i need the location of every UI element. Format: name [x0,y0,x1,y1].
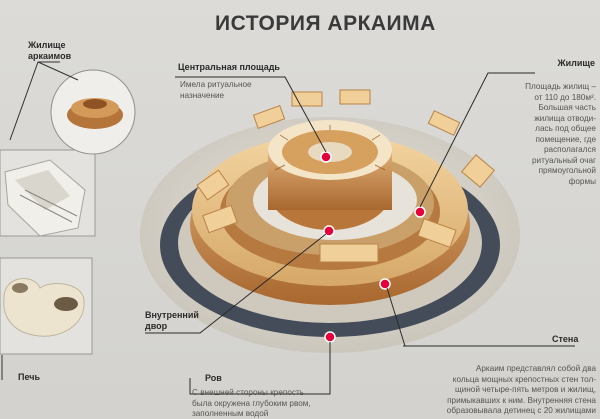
marker-dwelling [414,206,426,218]
dwelling-arkaim-label: Жилище аркаимов [28,40,71,62]
dwelling-desc-line1: Площадь жилищ – [525,82,596,91]
moat-label: Ров [205,373,222,383]
central-square-label: Центральная площадь [178,62,280,72]
wall-desc-line1: Аркаим представлял собой два [475,364,596,373]
dwelling-desc-line9: прямоугольной [538,166,596,175]
wall-label: Стена [552,334,579,344]
moat-desc: С внешней стороны крепость была окружена… [192,388,311,419]
leader-central-square [175,76,327,153]
wall-desc: Аркаим представлял собой два кольца мощн… [420,364,596,417]
dwelling-roof-icon [67,98,123,129]
dwelling-desc: Площадь жилищ – от 110 до 180м². Большая… [500,82,596,187]
inner-yard-label-line1: Внутренний [145,310,199,320]
wall-desc-line2: кольца мощных крепостных стен тол- [452,374,596,384]
dwelling-model-icon [4,159,86,237]
marker-inner-yard [323,225,335,237]
dwelling-label: Жилище [557,58,595,68]
leader-dwelling [419,72,535,208]
moat-desc-line3: заполненным водой [192,409,269,418]
marker-moat [324,331,336,343]
leader-moat [189,342,331,395]
central-square-desc-line2: назначение [180,90,225,100]
oven-label: Печь [18,372,41,382]
central-square-desc: Имела ритуальное назначение [180,80,252,101]
moat-desc-line1: С внешней стороны крепость [192,388,304,397]
dwelling-desc-line3: Большая часть [538,103,596,112]
dwelling-desc-line2: от 110 до 180м². [534,92,596,102]
page-title: ИСТОРИЯ АРКАИМА [215,12,436,35]
dwelling-arkaim-label-line1: Жилище [28,40,66,50]
wall-desc-line4: примыкавших к ним. Внутренняя стена [447,395,596,405]
inner-yard-label-line2: двор [145,321,168,331]
moat-desc-line2: была окружена глубоким рвом, [192,398,311,408]
dwelling-arkaim-label-line2: аркаимов [28,51,72,61]
dwelling-desc-line10: формы [568,176,596,186]
dwelling-desc-line7: располагался [543,145,596,154]
wall-desc-line5: образовывала детинец с 20 жилищами [446,406,596,415]
marker-central-square [320,151,332,163]
dwelling-desc-line8: ритуальный очаг [531,155,596,165]
dwelling-desc-line4: жилища отводи- [534,113,596,123]
wall-desc-line3: щиной четыре-пять метров и жилищ, [454,385,596,394]
central-square-desc-line1: Имела ритуальное [180,80,252,89]
leader-wall [386,287,406,347]
dwelling-desc-line6: помещение, где [535,134,596,144]
inner-yard-label: Внутренний двор [145,310,199,332]
dwelling-desc-line5: лась под общее [535,124,596,133]
marker-wall [379,278,391,290]
oven-icon [3,278,85,337]
leader-inner-yard [145,233,327,334]
